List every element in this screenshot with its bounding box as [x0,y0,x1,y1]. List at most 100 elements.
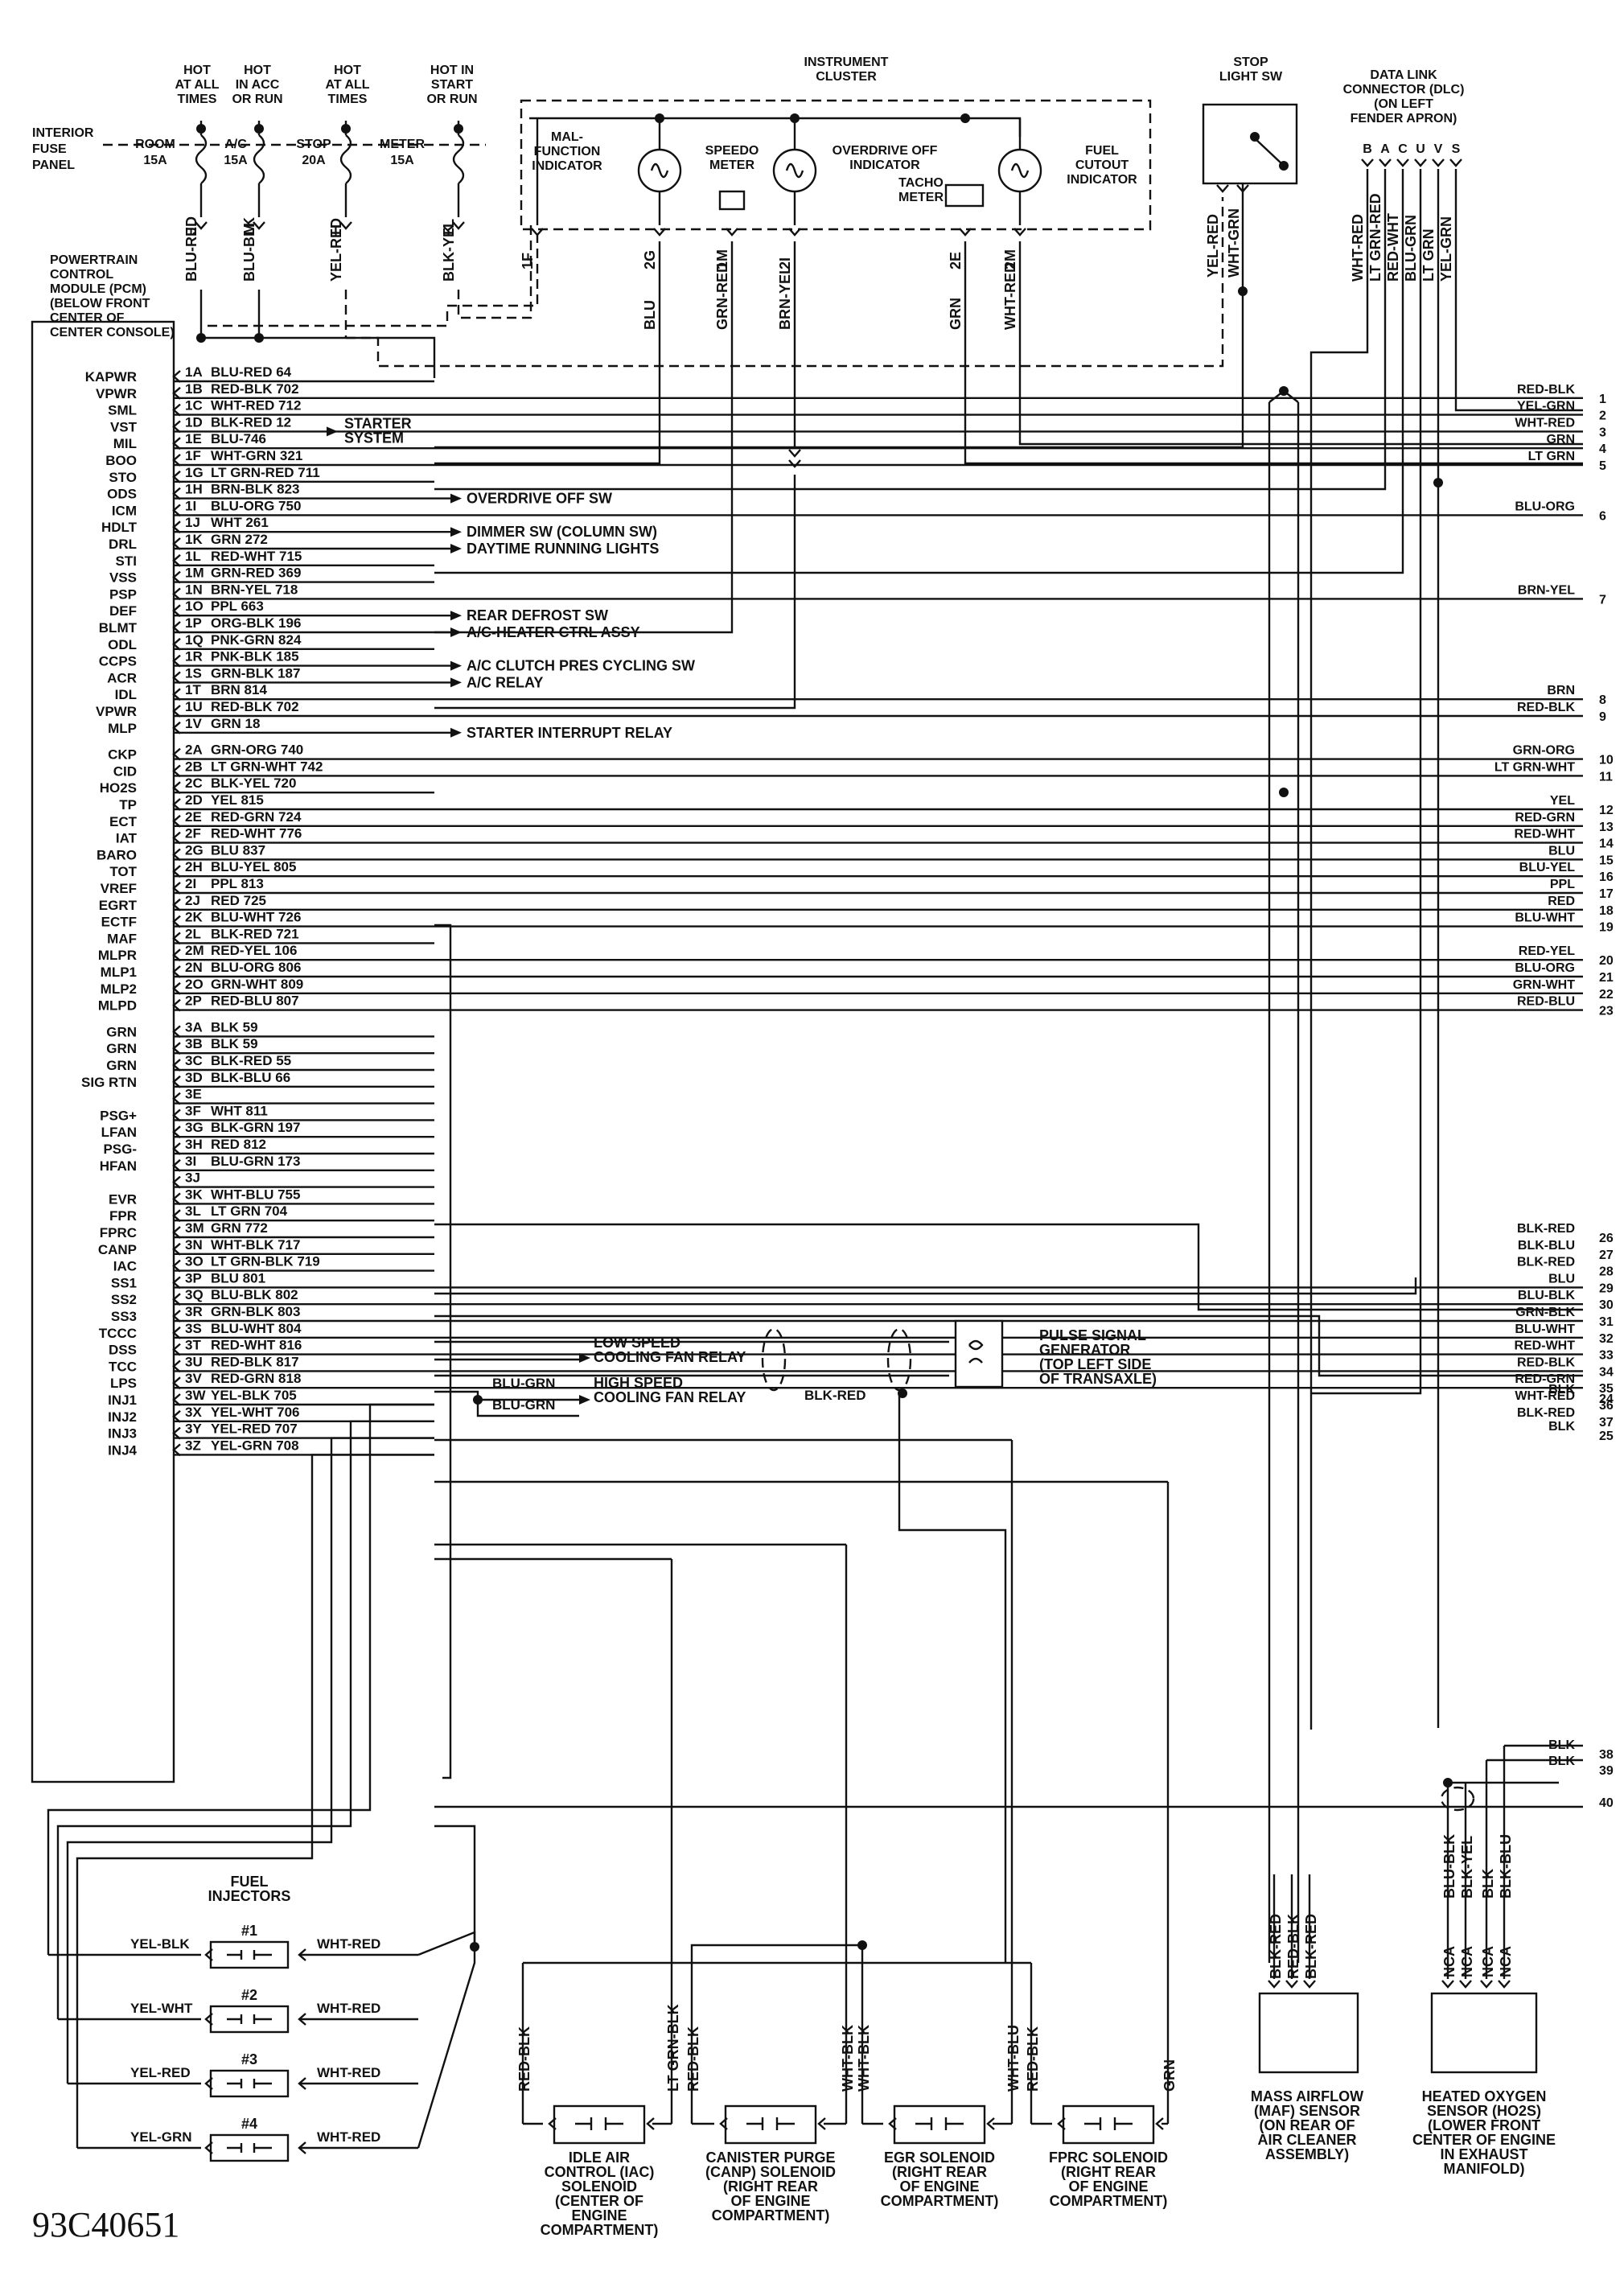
solenoid-title: (CENTER OF [555,2193,643,2209]
pcm-terminal-name: ICM [112,503,137,518]
wires-layer [47,113,1583,2150]
splice-dot [1279,788,1289,797]
fuse-header: HOT [334,64,361,77]
connector-chevron-icon [298,1948,306,1961]
ho2s-wire-label: BLK-BLU [1498,1834,1514,1899]
output-destination: DIMMER SW (COLUMN SW) [467,524,657,540]
pcm-wire-label: LT GRN-WHT 742 [211,759,323,774]
ho2s-title: IN EXHAUST [1440,2146,1527,2162]
fuse-feed-kapwr [199,290,436,378]
pcm-pin: 3K [185,1187,203,1202]
fuse-header: HOT [183,64,211,77]
pin-chevron-icon [172,1259,181,1273]
output-destination: OVERDRIVE OFF SW [467,491,612,507]
connector-chevron-icon [1396,158,1409,167]
right-edge-number: 27 [1599,1249,1614,1262]
splice-dot [254,333,264,343]
solenoid-title: CANISTER PURGE [705,2150,835,2166]
pin-chevron-icon [172,814,181,828]
pcm-wire-label: YEL-WHT 706 [211,1405,300,1420]
pcm-pin: 3G [185,1120,204,1135]
connector-chevron-icon [1216,184,1229,193]
stop-light-switch-box [1202,103,1298,185]
connector-chevron-icon [1441,1980,1454,1989]
connector-chevron-icon [1013,228,1026,237]
solenoid-coil-icon [746,2117,795,2130]
pcm-title: CENTER CONSOLE) [50,326,175,339]
right-edge-wire: BLK [1548,1738,1575,1752]
pcm-pin: 3E [185,1087,202,1102]
pcm-terminal-name: ODS [107,487,137,502]
solenoid-box [1062,2104,1155,2145]
maf-wire-label: BLK-RED [1303,1914,1319,1979]
arrow-icon [579,1395,590,1405]
splice-dot [1279,161,1289,171]
pcm-terminal-name: STO [109,470,137,485]
pin-chevron-icon [172,898,181,911]
right-edge-wire: BLU-WHT [1515,911,1575,925]
pcm-wire-label: WHT-GRN 321 [211,448,302,463]
dlc-pin: C [1398,142,1408,156]
output-arrow-icon [450,627,462,637]
pcm-pin: 2F [185,826,201,841]
fuse-name: A/C [224,138,247,151]
injector-left-wire: YEL-WHT [130,2001,193,2016]
pcm-wire-label: BLK-RED 55 [211,1053,291,1068]
pcm-pin: 3B [185,1036,203,1051]
connector-chevron-icon [298,2141,306,2154]
fuse-wire-label: BLU-RED [183,216,199,282]
pin-chevron-icon [172,1443,181,1457]
pcm-wire-label: BLU-WHT 726 [211,910,301,925]
pcm-pin: 1B [185,381,203,397]
pcm-pin: 1M [185,566,204,581]
solenoid-title: (RIGHT REAR [892,2164,987,2180]
maf-title: (ON REAR OF [1260,2117,1355,2133]
solenoid-bus [690,1944,864,1963]
connector-chevron-icon [653,228,666,237]
fuel-cutout-label: CUTOUT [1075,158,1129,172]
pcm-pin: 1H [185,482,203,497]
right-edge-wire: BLU-BLK [1518,1289,1576,1302]
pcm-pin: 2H [185,859,203,874]
pin-chevron-icon [172,1310,181,1323]
solenoid-coil-icon [915,2117,964,2130]
pcm-pin: 2N [185,960,203,975]
pcm-wire-label: RED-WHT 715 [211,549,302,564]
connector-chevron-icon [1459,1980,1472,1989]
pcm-wire-label: WHT 811 [211,1103,268,1118]
shield-icon [1440,1786,1475,1812]
right-edge-wire: RED-WHT [1514,828,1575,841]
right-edge-number: 19 [1599,921,1614,935]
pcm-wire-label: RED-WHT 776 [211,826,302,841]
ho2s-nca-label: NCA [1480,1946,1496,1977]
pcm-pin: 3X [185,1405,202,1420]
switch-contact-icon [1254,138,1283,165]
connector-chevron-icon [298,2077,306,2090]
pin-chevron-icon [172,1276,181,1290]
injector-left-wire: YEL-RED [130,2065,191,2080]
pcm-terminal-name: CKP [108,747,137,763]
pcm-terminal-name: TCC [109,1359,137,1374]
connector-chevron-icon [253,221,265,230]
connector-chevron-icon [788,228,801,237]
solenoid-title: SOLENOID [561,2178,637,2195]
ho2s-run [434,924,452,1779]
psg-shield-drain [898,1393,1007,1963]
solenoid-coil-icon [227,2079,272,2088]
pcm-terminal-name: ECT [109,814,138,829]
pcm-wire-label: GRN-RED 369 [211,566,301,581]
cluster-wire-label: GRN-RED [714,262,730,330]
pin-chevron-icon [172,637,181,651]
fuse-circuit-letter: M [241,223,257,235]
pcm-wire-label: BLU 801 [211,1270,265,1286]
right-edge-number: 32 [1599,1332,1614,1346]
pcm-wire-label: GRN-BLK 803 [211,1304,300,1319]
pin-chevron-icon [172,865,181,878]
fuse-name: 15A [143,154,167,167]
pcm-wire-label: RED 812 [211,1137,266,1152]
splice-dot [960,113,970,123]
fuse-panel-title: FUSE [32,142,67,156]
pin-chevron-icon [172,1209,181,1223]
pin-chevron-icon [172,1426,181,1440]
